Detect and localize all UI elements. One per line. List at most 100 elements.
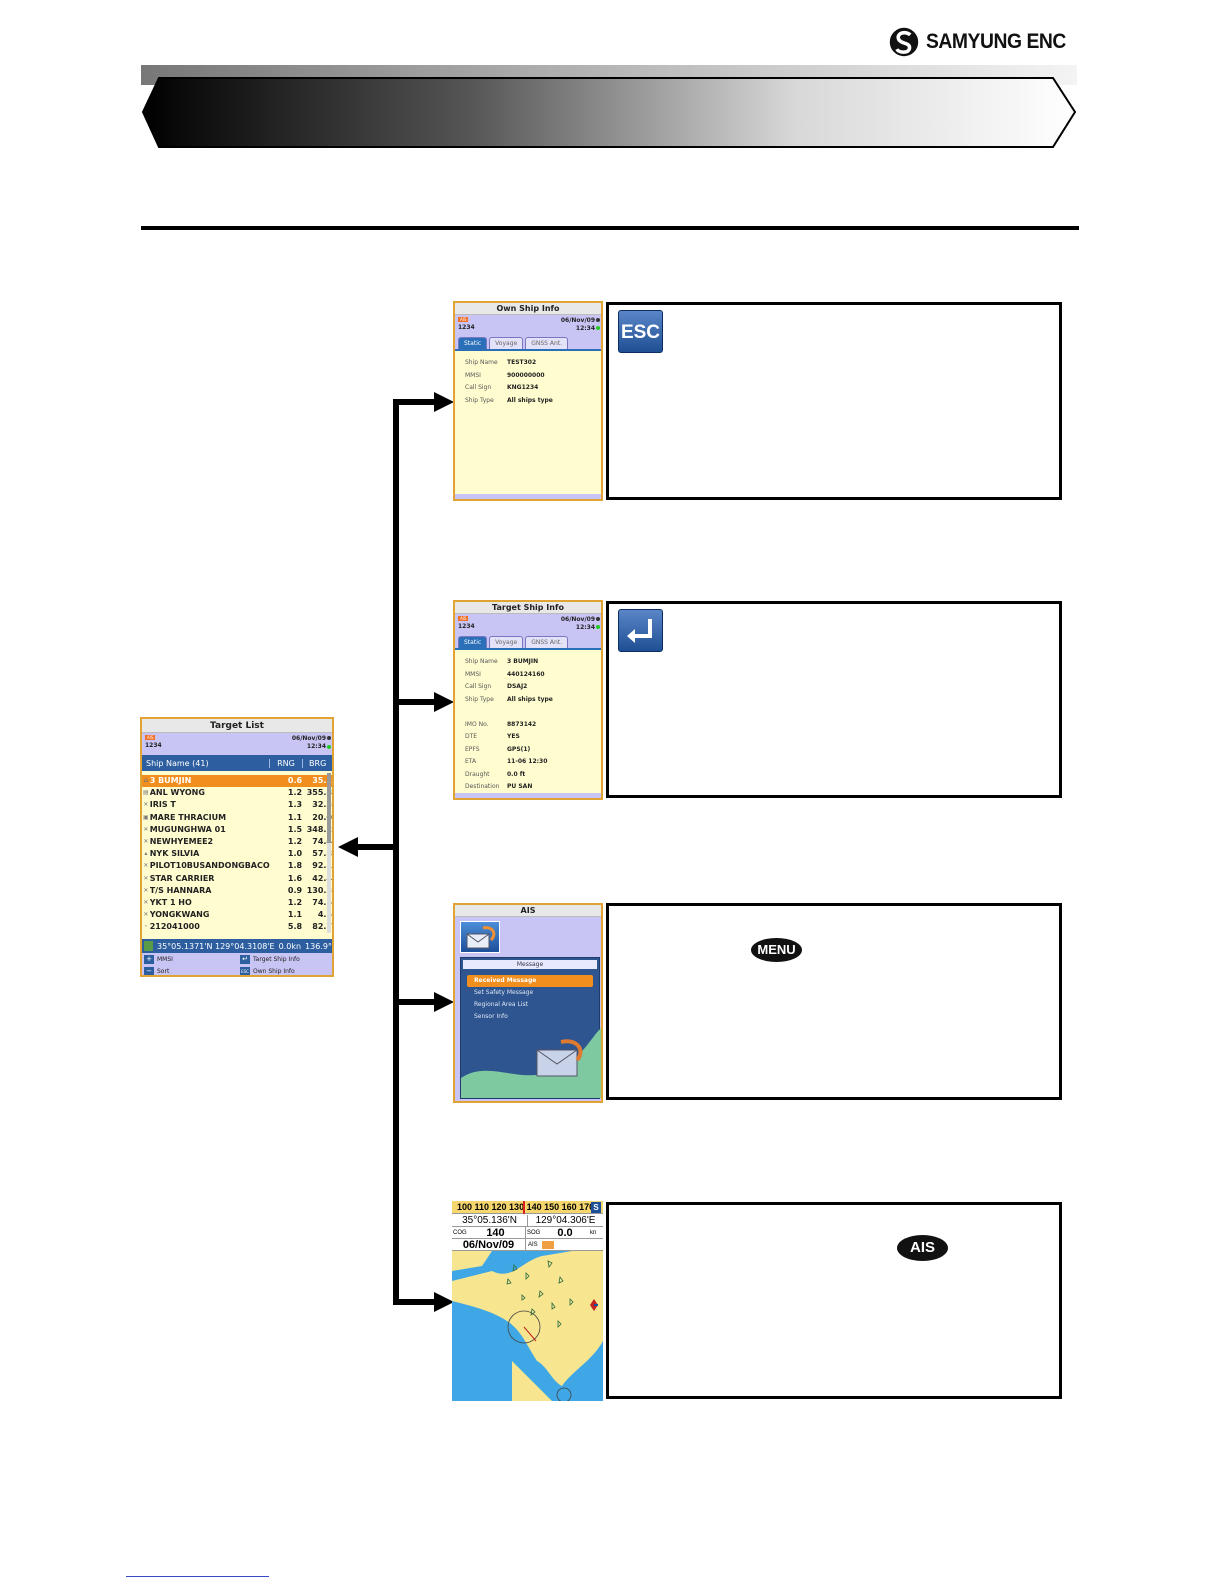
scrollbar-thumb[interactable] xyxy=(327,773,331,843)
ship-bearing: 57.8 xyxy=(312,849,332,859)
envelope-icon xyxy=(466,926,496,949)
chart-description-box: AIS xyxy=(606,1202,1062,1399)
softkey-mmsi[interactable]: +MMSI xyxy=(144,955,173,964)
tab-voyage[interactable]: Voyage xyxy=(489,636,524,648)
heading-marker xyxy=(523,1201,525,1214)
ship-range: 1.2 xyxy=(287,788,303,798)
ship-range: 1.1 xyxy=(287,812,303,822)
tab-gnss-ant[interactable]: GNSS Ant. xyxy=(525,636,569,648)
ship-bearing: 32.3 xyxy=(312,800,332,810)
list-header: Ship Name (41) RNG BRG xyxy=(142,755,332,771)
enter-arrow-icon xyxy=(627,619,652,643)
ship-bearing: 355.8 xyxy=(306,788,332,798)
ship-range: 1.2 xyxy=(287,897,303,907)
status-time: 12:34 xyxy=(575,624,595,631)
ais-badge: AIS xyxy=(145,735,156,740)
ais-label: AIS xyxy=(528,1241,538,1248)
tab-voyage[interactable]: Voyage xyxy=(489,337,524,349)
ship-bearing: 4.5 xyxy=(317,910,332,920)
tab-gnss-ant[interactable]: GNSS Ant. xyxy=(525,337,569,349)
menu-item-set-safety-message[interactable]: Set Safety Message xyxy=(474,989,534,996)
status-time: 12:34 xyxy=(575,325,595,332)
status-time: 12:34 xyxy=(306,743,326,750)
scrollbar[interactable] xyxy=(327,773,331,933)
ship-range: 5.8 xyxy=(287,922,303,932)
ship-name: 212041000 xyxy=(149,922,200,932)
footer-link-underline[interactable] xyxy=(126,1576,269,1577)
own-ship-info-screen: Own Ship Info AIS 1234 06/Nov/09 12:34 S… xyxy=(453,301,603,501)
status-number: 1234 xyxy=(458,623,475,630)
target-list-screen: Target List AIS 1234 06/Nov/09 12:34 Shi… xyxy=(140,717,334,977)
menu-item-received-message[interactable]: Received Message xyxy=(467,975,593,987)
ship-bearing: 74.4 xyxy=(312,836,332,846)
ship-type-icon: ✕ xyxy=(143,898,149,906)
screen-title: AIS xyxy=(455,905,601,917)
latitude: 35°05.136'N xyxy=(452,1214,528,1226)
ship-type-icon: ✕ xyxy=(143,837,149,845)
softkey-target-ship-info[interactable]: ↵Target Ship Info xyxy=(240,955,300,964)
samyung-swirl-icon xyxy=(889,27,919,57)
column-header-rng[interactable]: RNG xyxy=(268,758,303,768)
ais-key-label: AIS xyxy=(909,1239,935,1256)
ship-name: STAR CARRIER xyxy=(149,873,215,883)
position-speed: 0.0kn xyxy=(278,941,302,951)
cog-label: COG xyxy=(453,1229,467,1236)
ship-name: NYK SILVIA xyxy=(149,849,200,859)
target-ship-info-screen: Target Ship Info AIS 1234 06/Nov/09 12:3… xyxy=(453,600,603,800)
message-icon xyxy=(460,921,500,953)
mode-indicator: S xyxy=(591,1202,601,1213)
tab-static[interactable]: Static xyxy=(458,337,488,349)
ais-badge: AIS xyxy=(458,317,469,322)
decorative-wave xyxy=(461,1028,601,1098)
ship-bearing: 130.3 xyxy=(306,885,332,895)
ship-bearing: 42.4 xyxy=(312,873,332,883)
screen-title: Target Ship Info xyxy=(455,602,601,614)
company-logo: SAMYUNG ENC xyxy=(888,22,1078,62)
ship-range: 0.9 xyxy=(287,885,303,895)
field-row xyxy=(455,706,601,719)
position-coords: 35°05.1371'N 129°04.3108'E xyxy=(157,941,275,951)
softkey-sort[interactable]: −Sort xyxy=(144,967,169,975)
ship-type-icon: ▣ xyxy=(143,813,149,821)
tab-static[interactable]: Static xyxy=(458,636,488,648)
ship-type-icon: ✕ xyxy=(143,886,149,894)
own-ship-description-box: ESC xyxy=(606,302,1062,500)
ship-name: 3 BUMJIN xyxy=(149,776,192,785)
nautical-chart[interactable] xyxy=(452,1251,603,1401)
column-header-ship-name[interactable]: Ship Name (41) xyxy=(146,758,209,768)
menu-key-label: MENU xyxy=(757,942,796,957)
ais-key-icon: AIS xyxy=(897,1235,948,1261)
ship-name: IRIS T xyxy=(149,800,176,810)
ship-bearing: 348.2 xyxy=(306,824,332,834)
menu-item-regional-area-list[interactable]: Regional Area List xyxy=(474,1001,528,1008)
ship-name: ANL WYONG xyxy=(149,788,205,798)
ship-name: MARE THRACIUM xyxy=(149,812,227,822)
column-header-brg[interactable]: BRG xyxy=(302,758,332,768)
sog-unit: kn xyxy=(590,1229,597,1236)
menu-item-sensor-info[interactable]: Sensor Info xyxy=(474,1013,508,1020)
